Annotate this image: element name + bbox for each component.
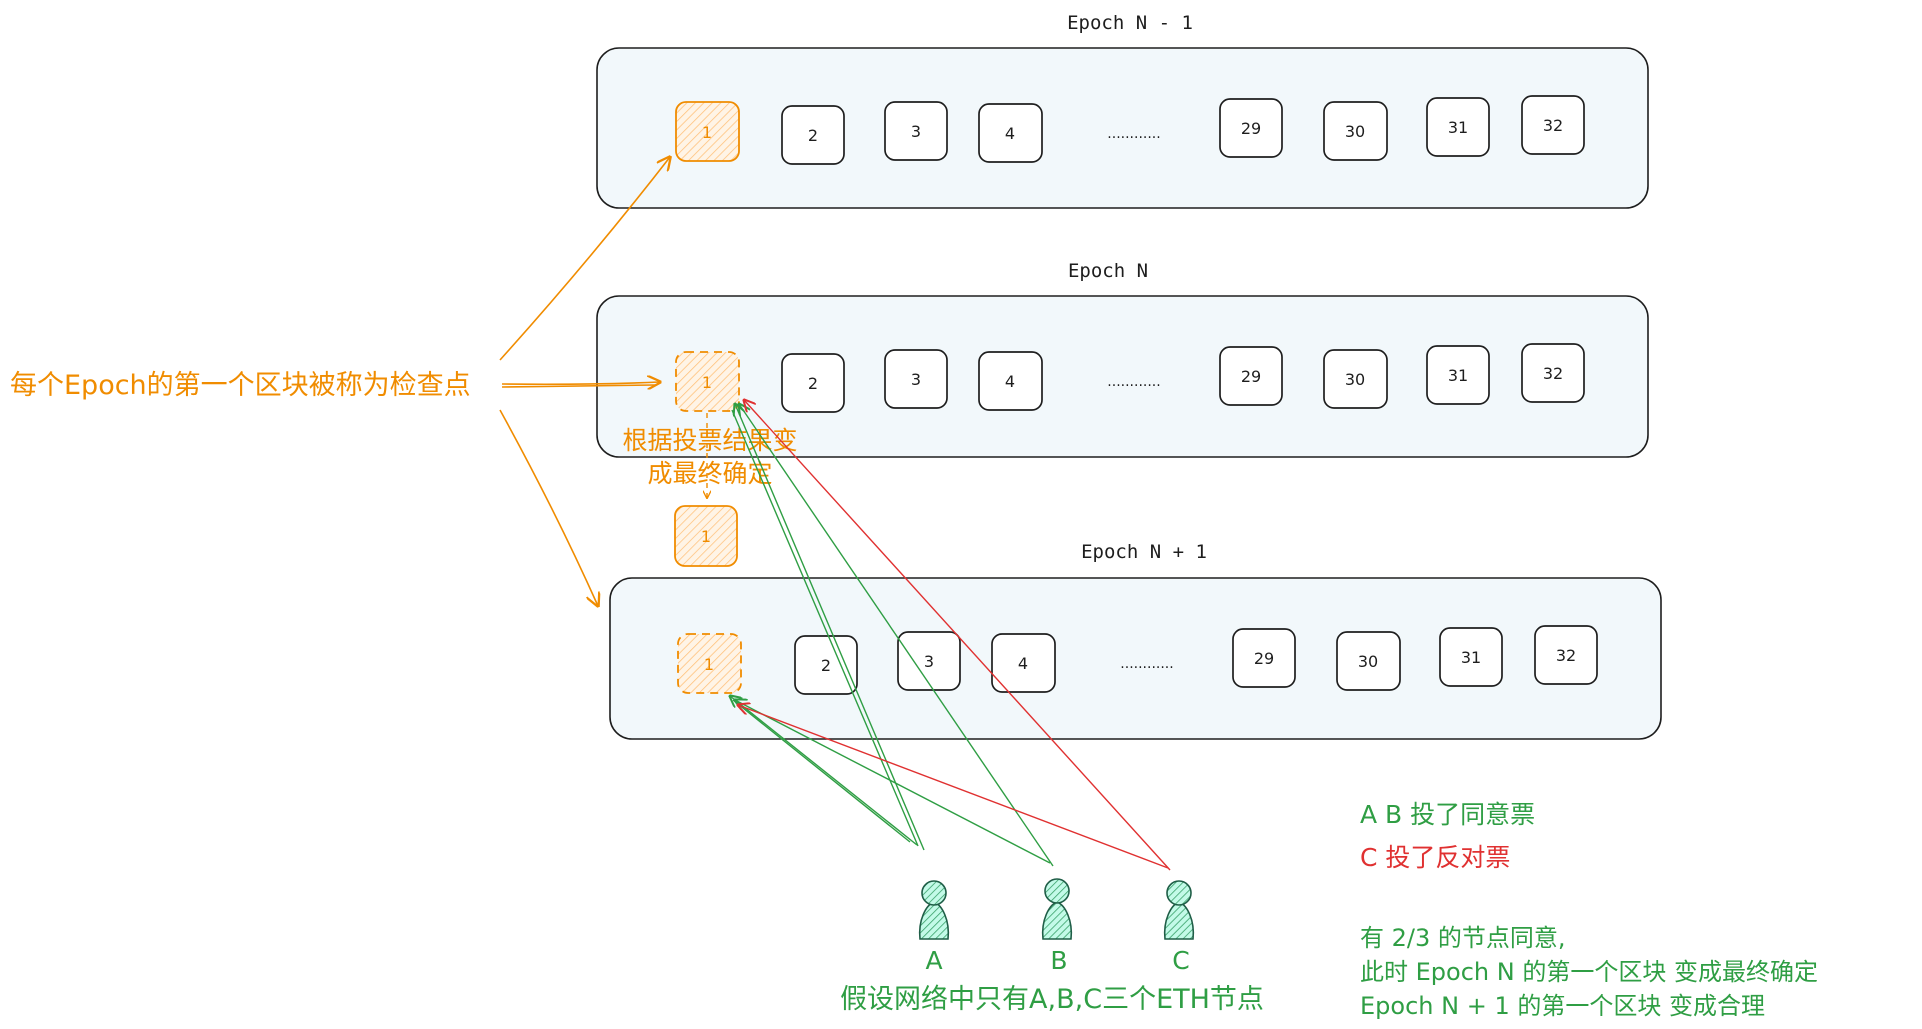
checkpoint-note: 每个Epoch的第一个区块被称为检查点 [10, 370, 471, 401]
legend-disagree: C 投了反对票 [1360, 843, 1510, 872]
node-b: B [1041, 878, 1073, 975]
block-number: 31 [1448, 118, 1468, 137]
node-icon [1163, 880, 1195, 940]
block: 30 [1323, 349, 1388, 409]
block-number: 1 [702, 373, 712, 392]
block: 29 [1232, 628, 1296, 688]
block-number: 2 [808, 374, 818, 393]
checkpoint-block: 1 [675, 101, 740, 162]
finalize-note-line-1: 根据投票结果变 [622, 426, 797, 455]
vote-a-epoch-n-plus-1 [730, 696, 918, 846]
block: 29 [1219, 346, 1283, 406]
block-number: 4 [1018, 654, 1028, 673]
block-number: 29 [1254, 649, 1274, 668]
arrow-to-epoch-n [501, 382, 660, 384]
block-number: 1 [702, 123, 712, 142]
block-number: 31 [1448, 366, 1468, 385]
block: 3 [897, 631, 961, 691]
block: 3 [884, 349, 948, 409]
block-number: 4 [1005, 124, 1015, 143]
block: 31 [1426, 345, 1490, 405]
block: 4 [978, 103, 1043, 163]
epoch-title: Epoch N + 1 [1081, 541, 1207, 563]
block-number: 30 [1345, 122, 1365, 141]
checkpoint-block: 1 [677, 633, 742, 694]
block-ellipsis: ............ [1107, 126, 1160, 142]
block-number: 32 [1543, 116, 1563, 135]
vote-a-epoch-n [735, 404, 925, 851]
arrow-to-epoch-n-plus-1 [499, 409, 598, 606]
block-number: 4 [1005, 372, 1015, 391]
block: 31 [1426, 97, 1490, 157]
block-number: 1 [704, 655, 714, 674]
block-number: 32 [1543, 364, 1563, 383]
epoch-n-plus-1: Epoch N + 1 1 2 3 4 ............ 29 30 [609, 541, 1662, 740]
checkpoint-arrows [499, 157, 670, 606]
block-number: 3 [911, 122, 921, 141]
block-number: 3 [911, 370, 921, 389]
epoch-title: Epoch N - 1 [1067, 12, 1193, 34]
block-number: 30 [1345, 370, 1365, 389]
block: 2 [781, 353, 845, 413]
node-label: C [1172, 946, 1189, 975]
checkpoint-block: 1 [675, 351, 740, 412]
nodes-caption: 假设网络中只有A,B,C三个ETH节点 [840, 984, 1264, 1015]
node-c: C [1163, 880, 1195, 975]
conclusion-line-3: Epoch N + 1 的第一个区块 变成合理 [1360, 992, 1765, 1020]
block-ellipsis: ............ [1120, 656, 1173, 672]
epoch-n-minus-1: Epoch N - 1 1 2 3 4 ............ 29 30 [596, 12, 1649, 209]
conclusion-line-2: 此时 Epoch N 的第一个区块 变成最终确定 [1360, 958, 1818, 986]
block-number: 30 [1358, 652, 1378, 671]
block-number: 29 [1241, 367, 1261, 386]
block: 31 [1439, 627, 1503, 687]
block: 32 [1521, 343, 1585, 403]
block-number: 3 [924, 652, 934, 671]
block-number: 2 [808, 126, 818, 145]
epoch-panel [609, 577, 1662, 740]
finalized-checkpoint-block: 1 [674, 505, 738, 567]
node-label: B [1050, 946, 1067, 975]
epoch-panel [596, 47, 1649, 209]
vote-c-epoch-n-plus-1 [738, 705, 1169, 869]
block: 2 [794, 635, 858, 695]
block: 4 [991, 633, 1056, 693]
epoch-n: Epoch N 1 2 3 4 ............ 29 30 [596, 260, 1649, 458]
node-a: A [918, 880, 950, 975]
block-number: 31 [1461, 648, 1481, 667]
vote-c-epoch-n [744, 400, 1171, 871]
vote-b-epoch-n-plus-1 [735, 700, 1051, 864]
node-label: A [925, 946, 942, 975]
block: 29 [1219, 98, 1283, 158]
node-icon [918, 880, 950, 940]
arrow-to-epoch-n-minus-1 [499, 157, 670, 361]
block-ellipsis: ............ [1107, 374, 1160, 390]
block: 30 [1323, 101, 1388, 161]
legend-agree: A B 投了同意票 [1360, 800, 1535, 829]
block: 32 [1534, 625, 1598, 685]
vote-b-epoch-n [739, 404, 1054, 867]
block: 2 [781, 105, 845, 165]
epoch-title: Epoch N [1068, 260, 1148, 282]
vote-lines [730, 400, 1171, 871]
node-icon [1041, 878, 1073, 940]
block: 4 [978, 351, 1043, 411]
block: 3 [884, 101, 948, 161]
block-number: 32 [1556, 646, 1576, 665]
finalize-note-line-2: 成最终确定 [647, 459, 772, 488]
block-number: 29 [1241, 119, 1261, 138]
block: 30 [1336, 631, 1401, 691]
block: 32 [1521, 95, 1585, 155]
block-number: 2 [821, 656, 831, 675]
conclusion-line-1: 有 2/3 的节点同意, [1360, 924, 1566, 952]
block-number: 1 [701, 527, 711, 546]
epoch-panel [596, 295, 1649, 458]
